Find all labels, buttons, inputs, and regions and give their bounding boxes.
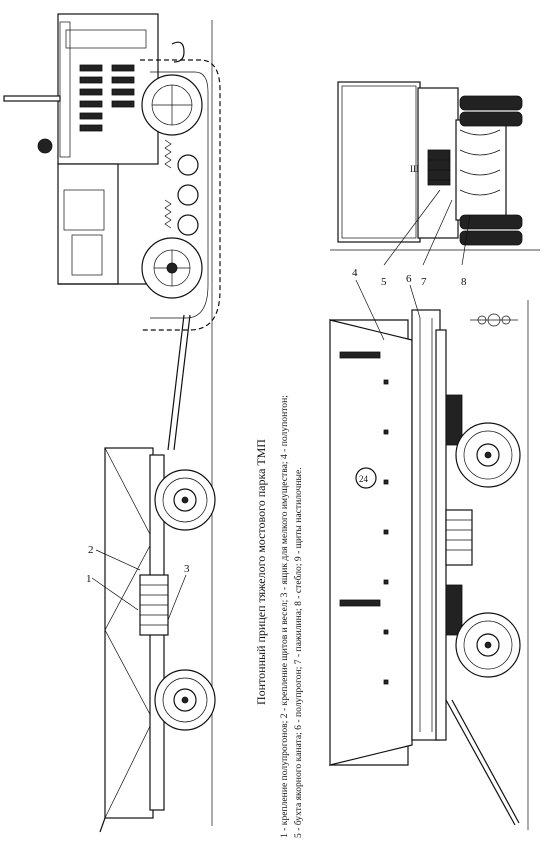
caption: Понтонный прицеп тяжелого мостового парк… xyxy=(254,395,304,838)
side-drawbar xyxy=(445,699,516,826)
half-pontoon-body xyxy=(329,319,413,766)
caption-legend-line2: 5 - бухта якорного каната; 6 - полупрого… xyxy=(293,467,304,838)
engine-vents xyxy=(79,64,135,132)
axle-housing xyxy=(455,119,507,221)
side-storage-box xyxy=(445,509,473,566)
caption-legend-line1: 1 - крепление полупрогонов; 2 - креплени… xyxy=(279,395,290,838)
caption-title: Понтонный прицеп тяжелого мостового парк… xyxy=(254,439,268,705)
callouts-left: 1 2 3 xyxy=(86,544,190,621)
front-view-wheels-bottom xyxy=(459,214,523,246)
callout-3: 3 xyxy=(184,563,190,575)
trailer-wheel-front xyxy=(154,469,216,531)
pontoon-rivets xyxy=(383,379,389,685)
tractor-rear xyxy=(57,163,119,285)
callout-1: 1 xyxy=(86,573,92,585)
svg-text:Ш: Ш xyxy=(410,164,419,174)
anchor-rope-coil xyxy=(427,149,451,186)
callout-7: 7 xyxy=(421,276,427,288)
trailer-wheel-rear xyxy=(154,669,216,731)
exhaust-pipe xyxy=(3,95,61,102)
pontoon-number: 24 xyxy=(359,474,369,484)
trailer-side-beam xyxy=(435,329,447,741)
tractor-cab xyxy=(57,13,159,165)
pontoon-trailer-side-view: 24 xyxy=(328,267,529,830)
lifting-eye-icon xyxy=(470,313,518,327)
tow-bar xyxy=(167,314,185,451)
callout-4: 4 xyxy=(352,267,358,279)
callout-8: 8 xyxy=(461,276,467,288)
callout-6: 6 xyxy=(406,273,412,285)
lamp xyxy=(37,138,53,154)
tractor-trailer-side-view: 1 2 3 xyxy=(3,13,221,833)
side-view-wheel-front xyxy=(455,422,521,488)
callout-2: 2 xyxy=(88,544,94,556)
tractor xyxy=(3,13,185,285)
tow-hook xyxy=(171,41,185,63)
crawler-track xyxy=(140,59,221,331)
trailer xyxy=(99,447,216,833)
trailer-front-view: Ш 5 7 8 xyxy=(330,81,540,288)
front-view-wheels-top xyxy=(459,95,523,127)
side-view-wheel-rear xyxy=(455,612,521,678)
front-pontoon-panel xyxy=(337,81,421,243)
half-girder xyxy=(411,309,441,741)
pontoon-number-badge xyxy=(355,467,377,489)
callout-5: 5 xyxy=(381,276,387,288)
